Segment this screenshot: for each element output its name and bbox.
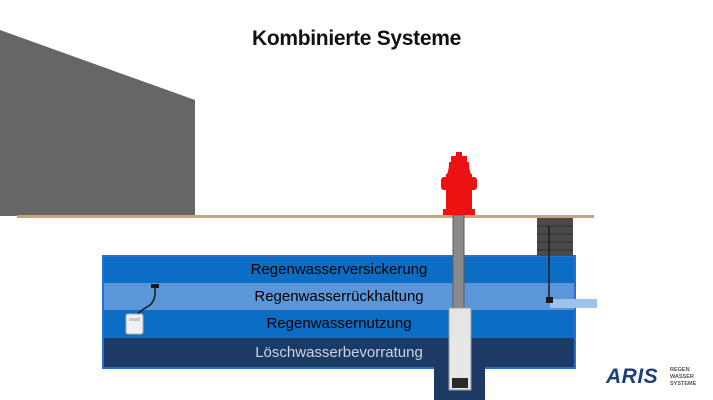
layer-label-rueckhaltung: Regenwasserrückhaltung — [254, 288, 424, 305]
layer-label-loeschwasser: Löschwasserbevorratung — [255, 344, 423, 361]
ground-line — [17, 215, 594, 218]
outlet-pipe — [550, 299, 597, 308]
level-sensor-icon — [125, 284, 159, 335]
tank-outline — [102, 255, 576, 369]
logo-sub-regen: REGEN — [670, 367, 690, 373]
submersible-pump — [448, 307, 472, 391]
page-title: Kombinierte Systeme — [251, 27, 462, 50]
layer-versickerung-band — [103, 256, 575, 283]
float-valve — [546, 297, 553, 303]
building-shape — [0, 30, 195, 216]
layer-nutzung-band — [103, 310, 575, 338]
aris-logo: ARIS REGEN WASSER SYSTEME — [606, 365, 706, 391]
pump-intake — [452, 378, 468, 388]
fire-hydrant-icon — [441, 152, 477, 215]
logo-sub-wasser: WASSER — [670, 374, 694, 380]
logo-sub-systeme: SYSTEME — [670, 381, 697, 387]
layer-label-versickerung: Regenwasserversickerung — [250, 261, 428, 278]
layer-loeschwasser-band — [103, 338, 575, 368]
layer-rueckhaltung-band — [103, 283, 575, 310]
layer-label-nutzung: Regenwassernutzung — [266, 315, 412, 332]
logo-wordmark: ARIS — [606, 365, 659, 388]
